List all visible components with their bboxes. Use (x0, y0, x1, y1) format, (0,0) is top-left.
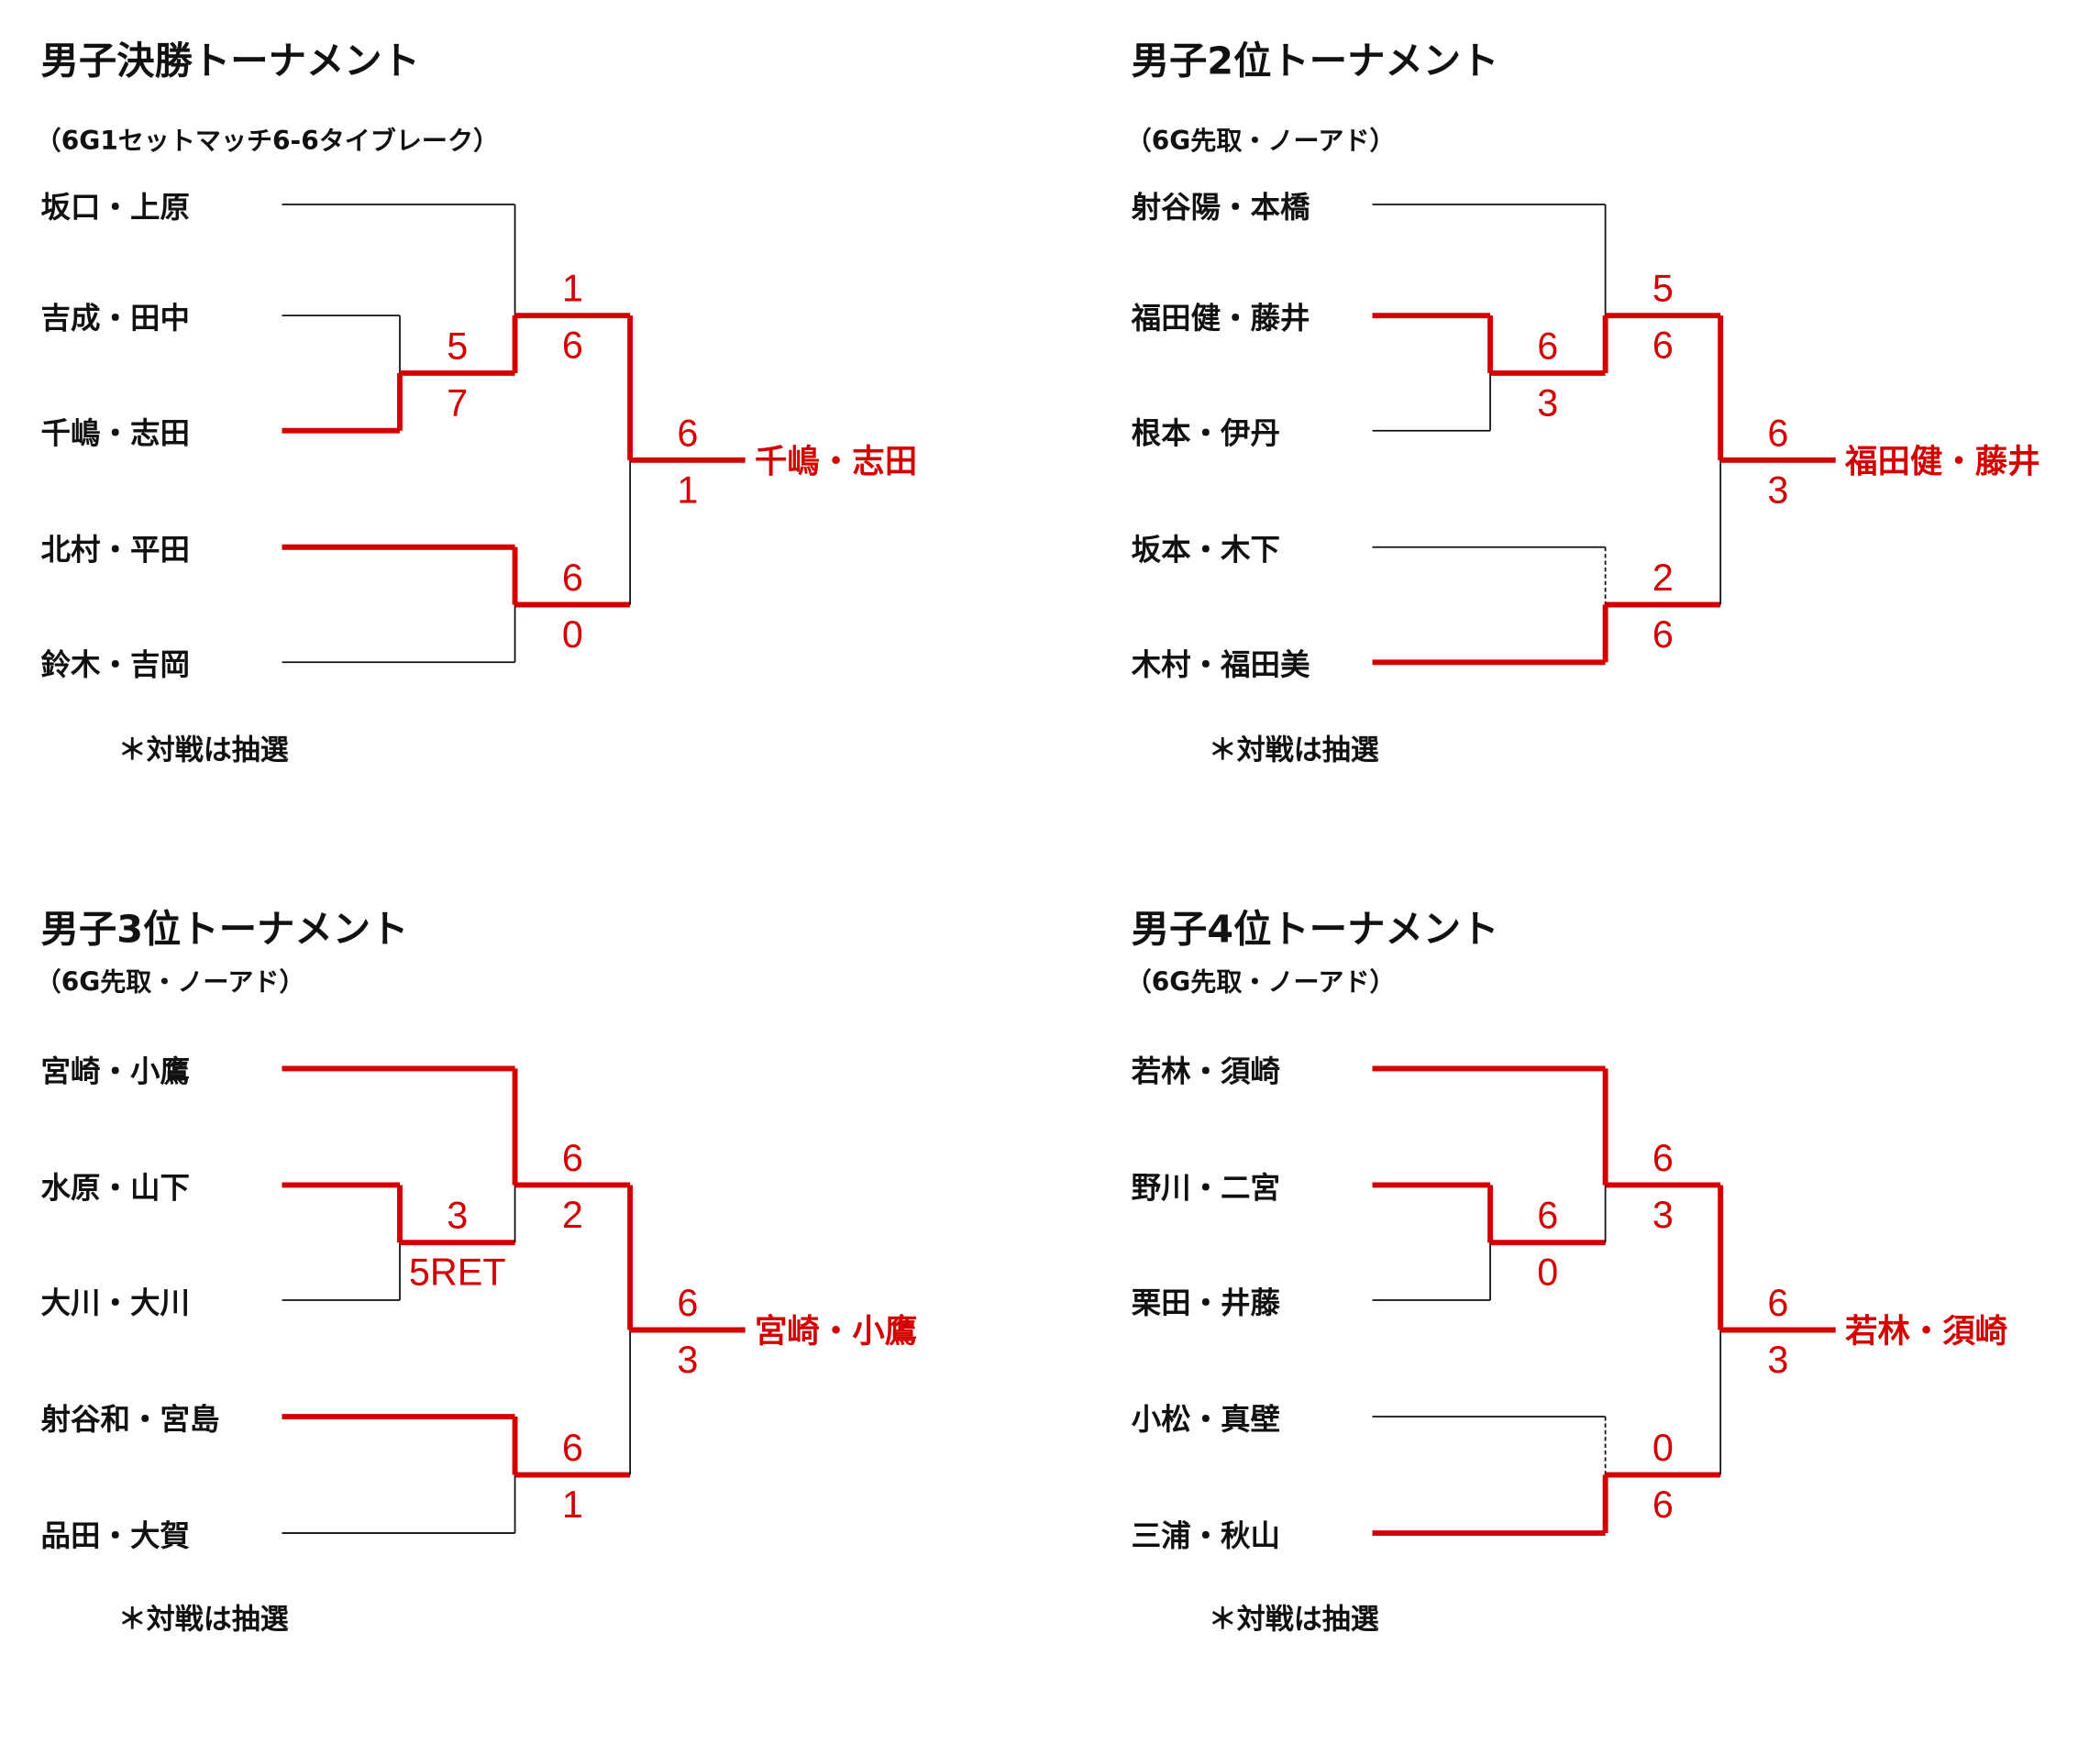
player-name: 大川・大川 (41, 1285, 190, 1320)
score-bottom: 7 (447, 381, 468, 424)
bracket-panel: 男子3位トーナメント（6G先取・ノーアド）＊対戦は抽選宮崎・小鷹水原・山下大川・… (36, 907, 918, 1636)
player-name: 鈴木・吉岡 (41, 647, 190, 682)
champion-name: 宮崎・小鷹 (755, 1312, 917, 1350)
bracket-title: 男子決勝トーナメント (41, 39, 420, 83)
score-top: 6 (562, 1137, 583, 1179)
champion-name: 千嶋・志田 (755, 443, 917, 480)
score-bottom: 2 (562, 1194, 583, 1236)
bracket-panel: 男子決勝トーナメント （6G1セットマッチ6-6タイブレーク） ＊対戦は抽選 坂口・上… (36, 39, 918, 767)
player-name: 北村・平田 (41, 533, 190, 568)
score-top: 0 (1652, 1427, 1674, 1469)
draw-note: ＊対戦は抽選 (118, 1604, 289, 1637)
bracket-subtitle: （6G先取・ノーアド） (1126, 126, 1396, 156)
bracket-subtitle: （6G先取・ノーアド） (36, 966, 305, 997)
player-name: 吉成・田中 (41, 301, 190, 336)
score-top: 6 (1537, 325, 1558, 367)
score-bottom: 6 (562, 325, 583, 367)
score-top: 5 (447, 325, 468, 367)
score-bottom: 6 (1652, 1484, 1674, 1526)
bracket-title: 男子4位トーナメント (1132, 907, 1499, 951)
score-bottom: 1 (562, 1484, 583, 1526)
player-name: 若林・須崎 (1132, 1054, 1280, 1088)
score-top: 6 (1652, 1137, 1674, 1179)
player-name: 根本・伊丹 (1132, 416, 1280, 451)
player-name: 水原・山下 (41, 1170, 190, 1205)
score-bottom: 3 (1652, 1194, 1674, 1236)
bracket-title: 男子3位トーナメント (41, 907, 409, 951)
score-top: 6 (1767, 1282, 1788, 1324)
champion-name: 福田健・藤井 (1844, 443, 2040, 480)
score-bottom: 3 (677, 1339, 698, 1381)
score-bottom: 0 (1537, 1252, 1558, 1294)
bracket-subtitle: （6G先取・ノーアド） (1126, 966, 1396, 997)
score-bottom: 3 (1767, 1339, 1788, 1381)
bracket-panel: 男子2位トーナメント（6G先取・ノーアド）＊対戦は抽選射谷陽・本橋福田健・藤井根… (1126, 39, 2040, 767)
draw-note: ＊対戦は抽選 (1209, 1604, 1379, 1637)
score-top: 6 (677, 412, 698, 454)
player-name: 射谷和・宮島 (41, 1402, 220, 1437)
score-top: 2 (1652, 557, 1674, 599)
score-bottom: 1 (677, 469, 698, 511)
player-name: 三浦・秋山 (1132, 1518, 1280, 1553)
player-name: 坂本・木下 (1132, 533, 1280, 568)
player-name: 栗田・井藤 (1132, 1285, 1281, 1320)
bracket-subtitle: （6G1セットマッチ6-6タイブレーク） (36, 126, 499, 156)
player-name: 坂口・上原 (41, 190, 190, 225)
score-top: 3 (447, 1195, 468, 1237)
score-bottom: 6 (1652, 325, 1674, 367)
score-bottom: 6 (1652, 613, 1674, 656)
player-name: 野川・二宮 (1132, 1170, 1280, 1205)
player-name: 品田・大賀 (41, 1518, 190, 1553)
score-bottom: 0 (562, 613, 583, 656)
score-bottom: 5RET (409, 1252, 506, 1294)
score-top: 6 (562, 1427, 583, 1469)
player-name: 千嶋・志田 (41, 416, 190, 451)
score-top: 1 (562, 268, 583, 310)
draw-note: ＊対戦は抽選 (1209, 734, 1379, 767)
score-bottom: 3 (1767, 469, 1788, 511)
score-bottom: 3 (1537, 381, 1558, 424)
player-name: 木村・福田美 (1132, 647, 1310, 682)
score-top: 6 (677, 1282, 698, 1324)
player-name: 福田健・藤井 (1131, 301, 1310, 336)
bracket-panel: 男子4位トーナメント（6G先取・ノーアド）＊対戦は抽選若林・須崎野川・二宮栗田・… (1126, 907, 2008, 1636)
score-top: 6 (1767, 412, 1788, 454)
player-name: 宮崎・小鷹 (41, 1054, 190, 1088)
champion-name: 若林・須崎 (1845, 1312, 2007, 1350)
score-top: 6 (562, 557, 583, 599)
score-top: 6 (1537, 1195, 1558, 1237)
player-name: 小松・真壁 (1132, 1402, 1280, 1437)
draw-note: ＊対戦は抽選 (118, 734, 289, 767)
bracket-title: 男子2位トーナメント (1132, 39, 1499, 83)
score-top: 5 (1652, 268, 1674, 310)
player-name: 射谷陽・本橋 (1132, 190, 1310, 225)
